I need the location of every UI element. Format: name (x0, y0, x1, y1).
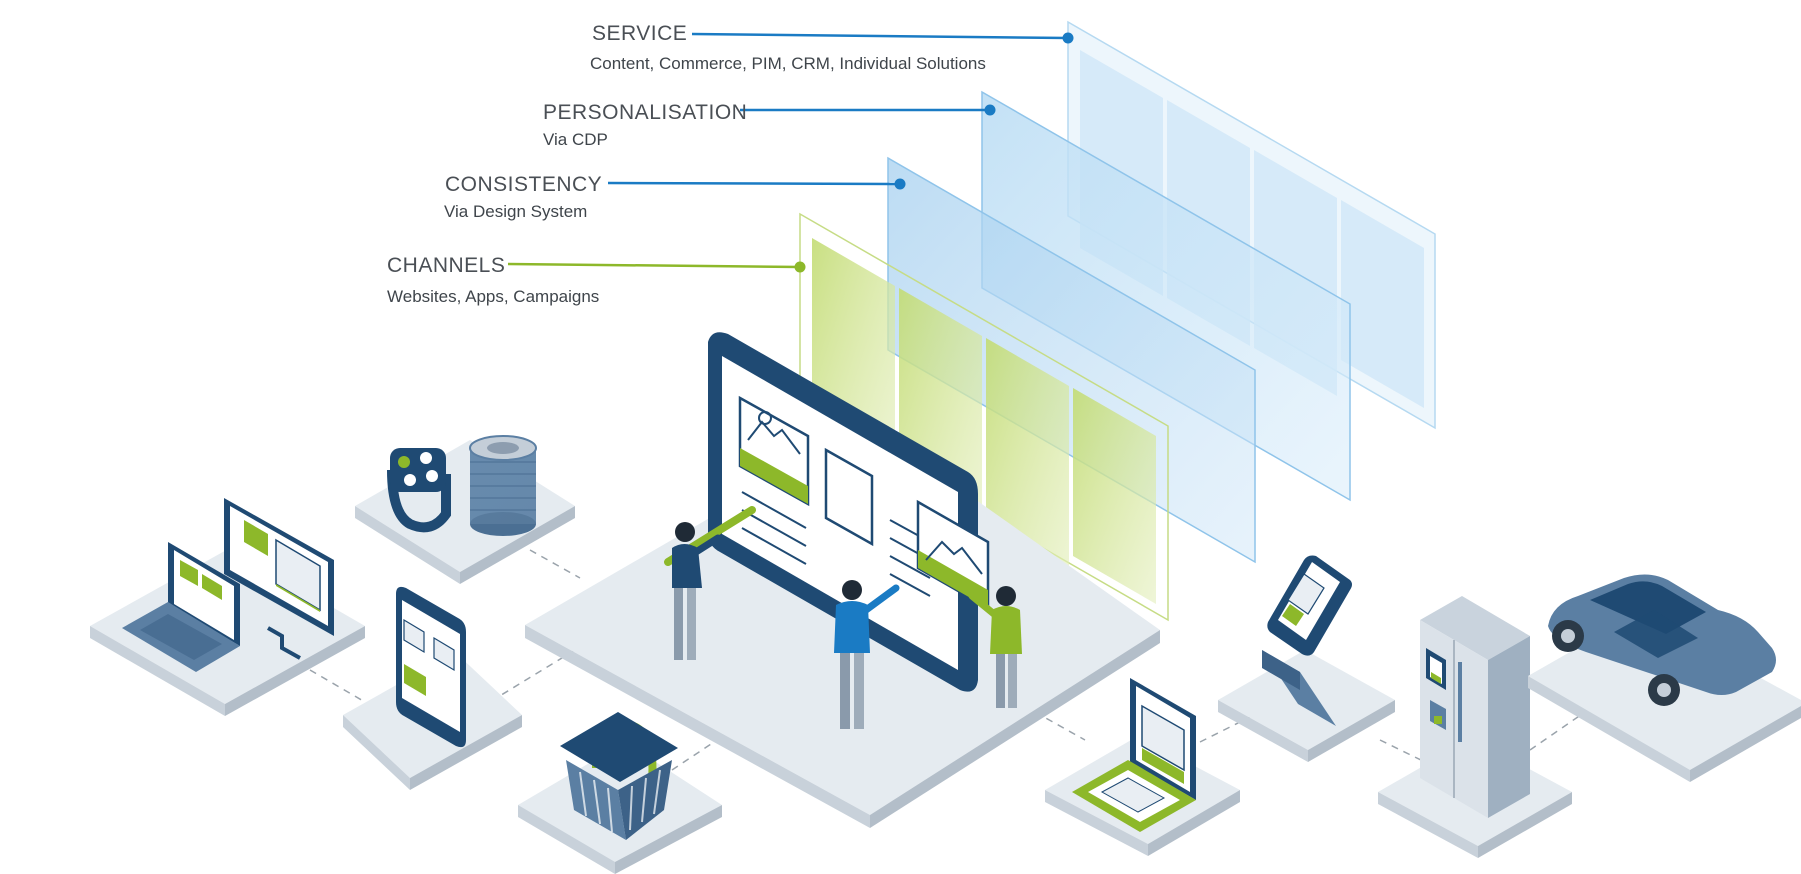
kiosk-terminal-icon (1218, 555, 1395, 762)
consistency-subtitle: Via Design System (444, 202, 588, 221)
consistency-leader-line (607, 178, 906, 190)
channels-leader-line (507, 261, 806, 273)
service-leader-line (691, 32, 1074, 44)
person-holding-card-right (968, 586, 1022, 708)
smartwatch-icon (355, 440, 575, 584)
smart-fridge-icon (1378, 596, 1572, 858)
service-title: SERVICE (592, 22, 688, 45)
tablet-and-print-icon (1045, 678, 1240, 856)
large-display-board (708, 332, 990, 692)
channels-title: CHANNELS (387, 254, 506, 277)
smartphone-icon (343, 586, 522, 790)
personalisation-title: PERSONALISATION (543, 101, 748, 124)
channels-subtitle: Websites, Apps, Campaigns (387, 287, 600, 306)
laptop-and-desktop-icon (90, 498, 365, 716)
service-subtitle: Content, Commerce, PIM, CRM, Individual … (590, 54, 986, 73)
person-with-pencil-left (664, 506, 756, 660)
person-pointing-center (834, 580, 900, 729)
shopping-basket-icon (518, 712, 722, 874)
personalisation-subtitle: Via CDP (543, 130, 608, 149)
car-icon (1528, 574, 1801, 782)
smart-speaker-icon (469, 435, 537, 536)
consistency-title: CONSISTENCY (445, 173, 603, 196)
personalisation-leader-line (740, 104, 996, 116)
